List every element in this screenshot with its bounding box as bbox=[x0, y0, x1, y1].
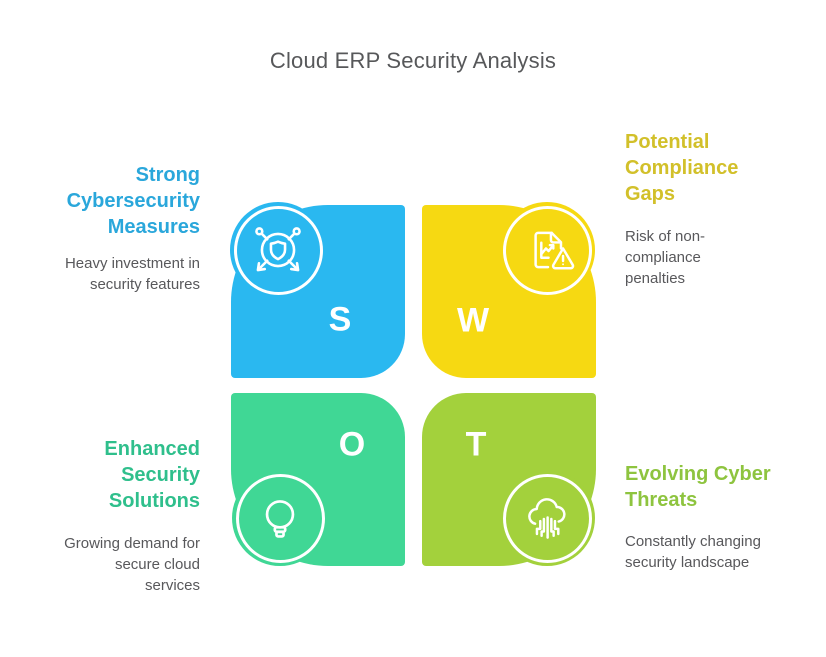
body-line: security features bbox=[89, 276, 200, 293]
heading-line: Measures bbox=[107, 216, 200, 238]
heading-line: Cybersecurity bbox=[66, 190, 200, 212]
opportunities-icon-disk bbox=[232, 470, 328, 566]
strengths-letter: S bbox=[328, 300, 352, 339]
body-line: Growing demand for bbox=[64, 535, 200, 552]
weaknesses-letter: W bbox=[456, 301, 490, 340]
heading-line: Enhanced bbox=[104, 438, 200, 460]
opportunities-heading: Enhanced Security Solutions bbox=[30, 436, 200, 514]
heading-line: Solutions bbox=[108, 490, 200, 512]
lightbulb-icon bbox=[265, 500, 295, 538]
heading-line: Potential bbox=[625, 131, 710, 153]
threats-icon-disk bbox=[499, 470, 595, 566]
body-line: secure cloud bbox=[114, 556, 200, 573]
body-line: penalties bbox=[625, 270, 686, 287]
threats-heading: Evolving Cyber Threats bbox=[625, 461, 803, 513]
opportunities-letter: O bbox=[338, 425, 366, 464]
threats-description: Constantly changing security landscape bbox=[625, 531, 803, 573]
opportunities-description: Growing demand for secure cloud services bbox=[30, 533, 200, 596]
body-line: Risk of non- bbox=[625, 228, 706, 245]
heading-line: Threats bbox=[625, 489, 698, 511]
icon-ring bbox=[502, 205, 592, 295]
icon-ring bbox=[502, 473, 592, 563]
heading-line: Gaps bbox=[625, 183, 676, 205]
weaknesses-heading: Potential Compliance Gaps bbox=[625, 129, 803, 207]
body-line: compliance bbox=[625, 249, 701, 266]
body-line: Constantly changing bbox=[625, 533, 761, 550]
cloud-circuit-icon bbox=[528, 498, 566, 539]
heading-line: Evolving Cyber bbox=[625, 463, 771, 485]
strengths-heading: Strong Cybersecurity Measures bbox=[30, 162, 200, 240]
heading-line: Compliance bbox=[625, 157, 739, 179]
icon-ring bbox=[235, 473, 325, 563]
strengths-icon-disk bbox=[230, 202, 326, 298]
weaknesses-icon-disk bbox=[499, 202, 595, 298]
body-line: Heavy investment in bbox=[64, 255, 200, 272]
threats-letter: T bbox=[465, 425, 487, 464]
heading-line: Security bbox=[121, 464, 200, 486]
page-title: Cloud ERP Security Analysis bbox=[269, 48, 557, 73]
strengths-description: Heavy investment in security features bbox=[30, 253, 200, 295]
icon-ring bbox=[233, 205, 323, 295]
body-line: services bbox=[144, 577, 200, 594]
document-warning-icon bbox=[534, 231, 575, 270]
weaknesses-description: Risk of non- compliance penalties bbox=[625, 226, 803, 289]
heading-line: Strong bbox=[135, 164, 200, 186]
body-line: security landscape bbox=[625, 554, 750, 571]
shield-network-icon bbox=[255, 227, 301, 272]
